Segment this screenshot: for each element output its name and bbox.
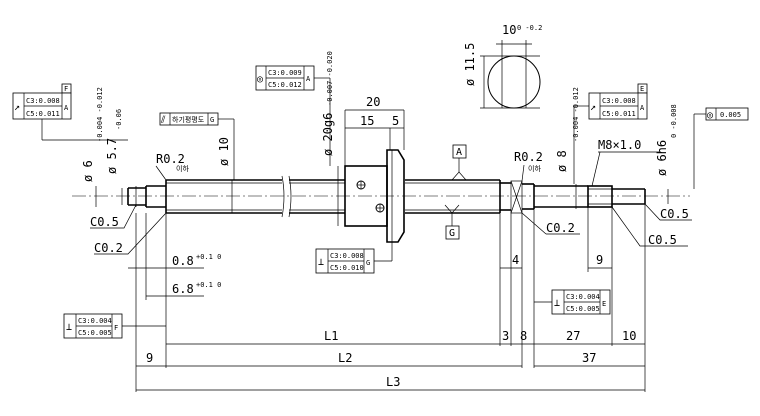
phi8-label: ø 8 [555, 150, 569, 172]
c02-right-label: C0.2 [546, 221, 575, 235]
phi6h6-label: ø 6h6 [655, 140, 669, 176]
svg-text:A: A [456, 147, 462, 158]
d8-label: 8 [520, 329, 527, 343]
l1-label: L1 [324, 329, 338, 343]
svg-text:F: F [64, 85, 68, 93]
right-end [500, 180, 646, 214]
svg-text:C3:0.008: C3:0.008 [26, 97, 60, 105]
d9-label: 9 [146, 351, 153, 365]
svg-text:C5:0.005: C5:0.005 [78, 329, 112, 337]
d37-label: 37 [582, 351, 596, 365]
svg-text:⫽: ⫽ [160, 115, 166, 126]
svg-text:◎: ◎ [257, 74, 263, 85]
datum-g-marker: G [444, 204, 460, 240]
svg-text:C5:0.011: C5:0.011 [26, 110, 60, 118]
d68-tol: +0.1 0 [196, 281, 221, 289]
c05-right1-label: C0.5 [660, 207, 689, 221]
svg-text:F: F [114, 324, 118, 332]
svg-text:↗: ↗ [590, 102, 596, 113]
svg-text:A: A [640, 104, 645, 112]
d9-right-label: 9 [596, 253, 603, 267]
phi10-label: ø 10 [217, 137, 231, 166]
phi6-label: ø 6 [81, 160, 95, 182]
nut-concentricity-frame: ◎ C3:0.009 C5:0.012 A [255, 65, 331, 166]
svg-text:◎: ◎ [707, 110, 713, 121]
bottom-right-perpendicular-frame: ⊥ C3:0.004 C5:0.005 E [534, 289, 611, 315]
svg-text:C3:0.004: C3:0.004 [78, 317, 112, 325]
bottom-left-perpendicular-frame: ⊥ C3:0.004 C5:0.005 F [63, 313, 166, 339]
d68-label: 6.8 [172, 282, 194, 296]
svg-text:A: A [306, 75, 311, 83]
c05-left-label: C0.5 [90, 215, 119, 229]
d10-label: 10 [622, 329, 636, 343]
svg-text:⊥: ⊥ [318, 257, 324, 268]
svg-text:C3:0.008: C3:0.008 [602, 97, 636, 105]
phi6-tol: -0.004 -0.012 [96, 87, 104, 142]
svg-text:C5:0.012: C5:0.012 [268, 81, 302, 89]
svg-text:C5:0.011: C5:0.011 [602, 110, 636, 118]
right-end-concentric-frame: ◎ 0.005 [693, 107, 749, 189]
svg-text:G: G [210, 116, 214, 124]
w15-label: 15 [360, 114, 374, 128]
svg-text:G: G [366, 259, 370, 267]
svg-text:E: E [602, 300, 606, 308]
screw-shaft [165, 175, 501, 218]
l2-label: L2 [338, 351, 352, 365]
section-diameter-label: ø 11.5 [463, 43, 477, 86]
d4-label: 4 [512, 253, 519, 267]
svg-text:G: G [449, 228, 455, 239]
c02-left-label: C0.2 [94, 241, 123, 255]
phi6h6-tol: 0 -0.008 [670, 104, 678, 138]
flat-width-tol: 0 -0.2 [517, 24, 542, 32]
phi57-tol: -0.06 [115, 109, 123, 130]
datum-a-marker: A [451, 144, 467, 181]
m8-thread-label: M8×1.0 [598, 138, 641, 152]
nut-flange-frame: ⫽ 하기평평도 G [159, 112, 235, 180]
svg-text:⊥: ⊥ [66, 322, 72, 333]
d27-label: 27 [566, 329, 580, 343]
phi57-label: ø 5.7 [105, 138, 119, 174]
svg-text:C5:0.010: C5:0.010 [330, 264, 364, 272]
svg-text:↗: ↗ [14, 102, 20, 113]
svg-text:A: A [64, 104, 69, 112]
d08-label: 0.8 [172, 254, 194, 268]
section-view [480, 40, 541, 109]
svg-text:C3:0.008: C3:0.008 [330, 252, 364, 260]
r02-right-sub: 이하 [528, 164, 541, 173]
svg-text:하기평평도: 하기평평도 [172, 115, 205, 124]
w5-label: 5 [392, 114, 399, 128]
c05-right2-label: C0.5 [648, 233, 677, 247]
svg-text:C3:0.004: C3:0.004 [566, 293, 600, 301]
l3-label: L3 [386, 375, 400, 389]
svg-text:C3:0.009: C3:0.009 [268, 69, 302, 77]
r02-left-sub: 이하 [176, 164, 189, 173]
r02-right-label: R0.2 [514, 150, 543, 164]
svg-text:⊥: ⊥ [554, 298, 560, 309]
left-shaft-runout-frame: F ↗ C3:0.008 C5:0.011 A [12, 83, 128, 141]
right-shaft-runout-frame: E ↗ C3:0.008 C5:0.011 A [573, 83, 648, 184]
w20-label: 20 [366, 95, 380, 109]
svg-text:C5:0.005: C5:0.005 [566, 305, 600, 313]
phi20-label: ø 20g6 [321, 113, 335, 156]
ball-nut [344, 149, 405, 243]
flange-perpendicular-frame: ⊥ C3:0.008 C5:0.010 G [315, 242, 393, 274]
flat-width-label: 10 [502, 23, 516, 37]
left-journal [127, 185, 166, 208]
svg-text:0.005: 0.005 [720, 111, 741, 119]
phi20-tol: -0.007 -0.020 [326, 51, 334, 106]
d3-label: 3 [502, 329, 509, 343]
phi8-tol: -0.004 -0.012 [572, 87, 580, 142]
svg-text:E: E [640, 85, 644, 93]
d08-tol: +0.1 0 [196, 253, 221, 261]
r02-left-label: R0.2 [156, 152, 185, 166]
